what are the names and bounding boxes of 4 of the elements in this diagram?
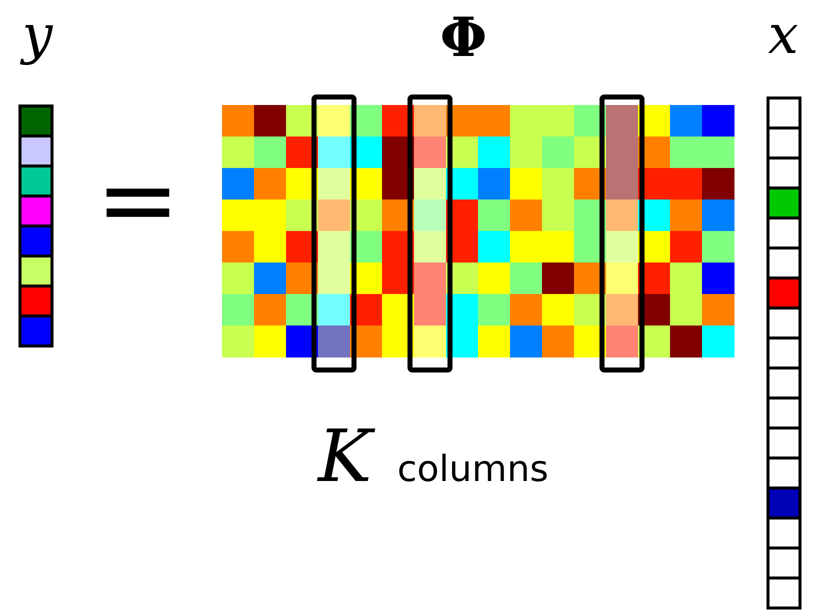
vector-label: x	[768, 8, 798, 62]
matrix-label: Φ	[440, 10, 488, 64]
column-count-label: K columns	[318, 420, 549, 492]
equals-sign: =	[96, 150, 180, 250]
